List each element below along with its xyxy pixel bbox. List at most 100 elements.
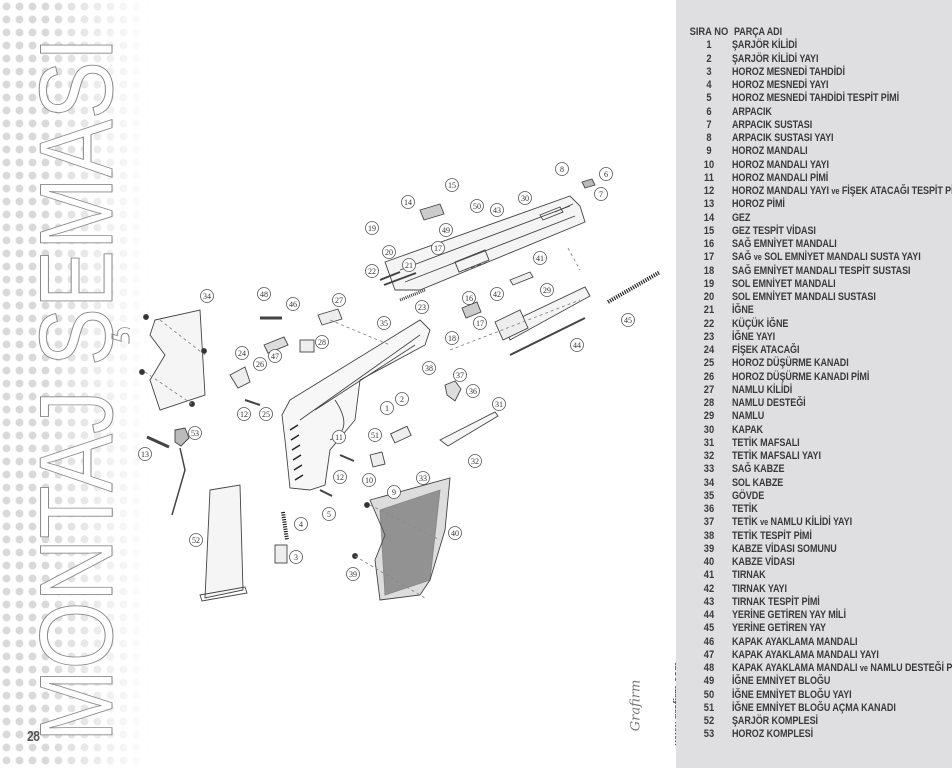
part-name: İĞNE EMNİYET BLOĞU YAYI xyxy=(732,688,852,701)
part-number: 25 xyxy=(703,357,715,370)
part-number: 27 xyxy=(703,383,715,396)
callout-circle xyxy=(473,316,487,330)
header-no: SIRA NO xyxy=(689,26,729,38)
part-number: 7 xyxy=(706,118,712,131)
part-number: 26 xyxy=(703,370,715,383)
callout-number: 21 xyxy=(405,261,413,270)
callout-number: 5 xyxy=(327,510,331,519)
callout-number: 32 xyxy=(471,457,479,466)
callout-number: 13 xyxy=(141,450,149,459)
part-number: 33 xyxy=(703,463,715,476)
callout-circle xyxy=(468,454,482,468)
logo: Grafirm www.grafirm.com xyxy=(628,662,683,748)
header-name: PARÇA ADI xyxy=(734,26,783,38)
part-name: TIRNAK TESPİT PİMİ xyxy=(732,595,820,608)
slide-part xyxy=(384,195,586,291)
part-name: İĞNE EMNİYET BLOĞU AÇMA KANADI xyxy=(732,701,896,714)
part-name: SOL EMNİYET MANDALI SUSTASI xyxy=(732,291,876,303)
part-number: 35 xyxy=(703,489,715,502)
frame-part xyxy=(281,319,431,491)
callout-circle xyxy=(445,178,459,192)
callout-circle xyxy=(621,313,635,327)
part-number: 19 xyxy=(703,277,715,290)
callout-number: 45 xyxy=(624,316,632,325)
callout-circle xyxy=(490,203,504,217)
callout-circle xyxy=(382,245,396,259)
part-name: GÖVDE xyxy=(732,489,765,502)
callout-number: 33 xyxy=(419,474,427,483)
part-name: HOROZ KOMPLESİ xyxy=(732,728,814,741)
callout-circle xyxy=(470,199,484,213)
callout-circle xyxy=(422,361,436,375)
part-name: KAPAK AYAKLAMA MANDALI YAYI xyxy=(732,648,879,661)
part-name: SOL KABZE xyxy=(732,476,784,489)
part-number: 51 xyxy=(703,701,715,714)
part-name: SAĞ EMNİYET MANDALI xyxy=(732,238,837,250)
part-number: 29 xyxy=(703,410,715,423)
part-name: KAPAK xyxy=(732,423,763,436)
part-number: 50 xyxy=(703,688,715,701)
callout-circle xyxy=(439,223,453,237)
rear-sight xyxy=(419,203,445,221)
part-number: 8 xyxy=(706,132,712,144)
part-number: 20 xyxy=(703,291,715,303)
callout-number: 42 xyxy=(493,290,501,299)
callout-number: 2 xyxy=(400,395,404,404)
callout-circle xyxy=(518,191,532,205)
callout-circle xyxy=(332,293,346,307)
part-name: SAĞ ve SOL EMNİYET MANDALI SUSTA YAYI xyxy=(732,251,921,264)
callout-number: 34 xyxy=(203,292,211,301)
callout-number: 10 xyxy=(365,476,373,485)
callout-circle xyxy=(448,526,462,540)
callout-number: 38 xyxy=(425,364,433,373)
part-number: 12 xyxy=(703,185,715,197)
callout-number: 39 xyxy=(349,570,357,579)
callout-circle xyxy=(268,349,282,363)
dot-pattern xyxy=(0,0,150,768)
left-grip xyxy=(149,309,206,411)
callout-number: 12 xyxy=(336,473,344,482)
callout-circle xyxy=(253,357,267,371)
part-name: NAMLU DESTEĞİ xyxy=(732,397,806,409)
table-header: SIRA NO PARÇA ADI xyxy=(686,26,952,39)
callout-number: 18 xyxy=(448,334,456,343)
callout-number: 9 xyxy=(392,488,396,497)
part-name: NAMLU KİLİDİ xyxy=(732,383,793,396)
part-number: 10 xyxy=(703,158,715,171)
callout-number: 40 xyxy=(451,529,459,538)
callout-number: 11 xyxy=(335,433,343,442)
table-row: 27 NAMLU KİLİDİ xyxy=(686,384,952,397)
part-name: TETİK TESPİT PİMİ xyxy=(732,529,812,542)
callout-number: 28 xyxy=(318,338,326,347)
callout-number: 17 xyxy=(434,244,442,253)
callout-circle xyxy=(401,195,415,209)
callout-circle xyxy=(416,471,430,485)
callout-circle xyxy=(315,335,329,349)
part-number: 39 xyxy=(703,542,715,555)
callout-number: 31 xyxy=(495,400,503,409)
part-name: TETİK xyxy=(732,503,758,515)
part-name: KABZE VİDASI xyxy=(732,556,795,568)
callout-number: 53 xyxy=(191,429,199,438)
callout-number: 26 xyxy=(256,360,264,369)
part-number: 9 xyxy=(706,145,712,158)
part-name: KAPAK AYAKLAMA MANDALI xyxy=(732,635,858,648)
callout-number: 16 xyxy=(465,294,473,303)
